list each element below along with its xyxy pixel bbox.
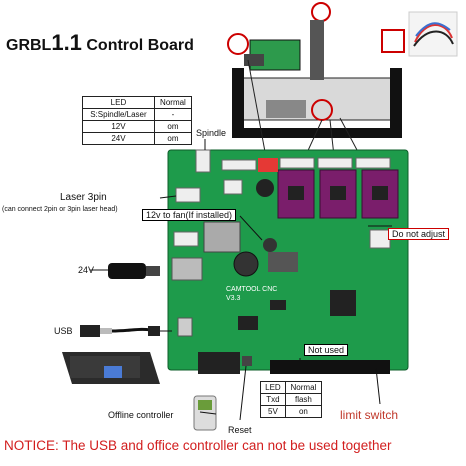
board-version: V3.3 (226, 295, 241, 302)
offline-controller-label: Offline controller (108, 410, 174, 420)
reset-label: Reset (228, 425, 252, 435)
usb-cable-image (80, 325, 160, 337)
leader-lines (90, 139, 392, 421)
page-title: GRBL1.1 Control Board (6, 30, 194, 55)
laser-note: (can connect 2pin or 3pin laser head) (2, 206, 118, 213)
cable-bundle-image (408, 11, 458, 57)
notice-text: NOTICE: The USB and office controller ca… (4, 438, 392, 453)
board-name: CAMTOOL CNC (226, 286, 278, 293)
cnc-machine-image (227, 2, 405, 138)
spindle-label: Spindle (196, 128, 227, 138)
laptop-image (62, 352, 160, 384)
laser-label: Laser 3pin (60, 192, 107, 203)
power-24v-label: 24V (78, 265, 95, 275)
control-board-image (167, 149, 409, 374)
power-plug-image (108, 263, 160, 279)
not-used-label: Not used (304, 344, 349, 356)
usb-label: USB (54, 326, 73, 336)
fan-label: 12v to fan(If installed) (142, 209, 237, 221)
do-not-adjust-label: Do not adjust (388, 228, 450, 240)
limit-switch-label: limit switch (340, 408, 399, 422)
